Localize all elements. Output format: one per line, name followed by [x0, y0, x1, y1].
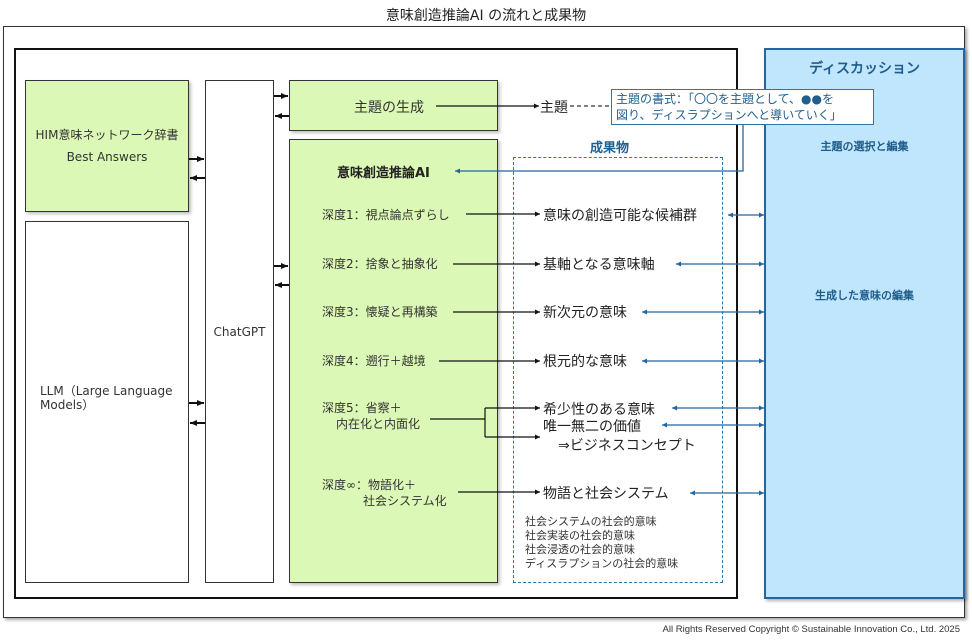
result-depth-5-rare: 希少性のある意味	[543, 402, 655, 418]
depth-5-label: 深度5：省察＋ 内在化と内面化	[322, 400, 420, 432]
discussion-panel	[764, 48, 965, 599]
depth-infinity-label: 深度∞：物語化＋ 社会システム化	[322, 477, 447, 509]
theme-generation-label: 主題の生成	[354, 100, 424, 116]
result-depth-2: 基軸となる意味軸	[543, 257, 655, 273]
ai-engine-title: 意味創造推論AI	[337, 166, 430, 181]
copyright-notice: All Rights Reserved Copyright © Sustaina…	[662, 624, 960, 635]
depth-infinity-label-line2: 社会システム化	[363, 494, 447, 508]
social-meaning-item: 社会浸透の社会的意味	[525, 543, 635, 556]
depth-1-label: 深度1：視点論点ずらし	[322, 208, 450, 222]
outputs-heading: 成果物	[590, 141, 630, 156]
social-meaning-item: ディスラプションの社会的意味	[525, 557, 679, 570]
diagram-title: 意味創造推論AI の流れと成果物	[385, 8, 587, 24]
chatgpt-label: ChatGPT	[213, 324, 266, 339]
meaning-edit-label: 生成した意味の編集	[815, 289, 914, 302]
social-meanings-list: 社会システムの社会的意味 社会実装の社会的意味 社会浸透の社会的意味 ディスラプ…	[525, 515, 678, 571]
callout-line-2: 図り、ディスラプションへと導いていく」	[616, 108, 842, 122]
him-dictionary-box: HIM意味ネットワーク辞書 Best Answers	[25, 80, 189, 212]
best-answers-label: Best Answers	[66, 150, 148, 164]
theme-generation-box: 主題の生成	[289, 80, 498, 131]
result-depth-5-concept: ⇒ビジネスコンセプト	[558, 438, 696, 454]
depth-3-label: 深度3：懐疑と再構築	[322, 305, 438, 319]
theme-selection-edit-label: 主題の選択と編集	[820, 140, 909, 153]
him-dictionary-label: HIM意味ネットワーク辞書	[35, 128, 179, 142]
depth-5-label-line2: 内在化と内面化	[336, 417, 421, 431]
social-meaning-item: 社会実装の社会的意味	[525, 529, 635, 542]
callout-line-1: 主題の書式：「〇〇を主題として、●●を	[616, 92, 834, 106]
result-depth-3: 新次元の意味	[543, 305, 627, 321]
result-depth-4: 根元的な意味	[543, 354, 627, 370]
depth-5-label-line1: 深度5：省察＋	[322, 401, 402, 415]
outputs-box	[513, 157, 723, 583]
result-depth-5-unique: 唯一無二の価値	[543, 419, 641, 435]
social-meaning-item: 社会システムの社会的意味	[525, 515, 657, 528]
depth-2-label: 深度2：捨象と抽象化	[322, 257, 438, 271]
theme-format-callout: 主題の書式：「〇〇を主題として、●●を 図り、ディスラプションへと導いていく」	[611, 89, 874, 125]
llm-box: LLM（Large Language Models）	[25, 221, 189, 583]
result-depth-infinity: 物語と社会システム	[543, 486, 669, 502]
theme-output-label: 主題	[540, 100, 568, 116]
callout-to-ai-connector	[455, 125, 744, 174]
discussion-title: ディスカッション	[808, 61, 921, 77]
result-depth-1: 意味の創造可能な候補群	[543, 208, 697, 224]
depth-infinity-label-line1: 深度∞：物語化＋	[322, 478, 416, 492]
llm-label: LLM（Large Language Models）	[40, 384, 173, 412]
depth-4-label: 深度4：遡行＋越境	[322, 354, 426, 368]
chatgpt-box: ChatGPT	[205, 80, 274, 583]
